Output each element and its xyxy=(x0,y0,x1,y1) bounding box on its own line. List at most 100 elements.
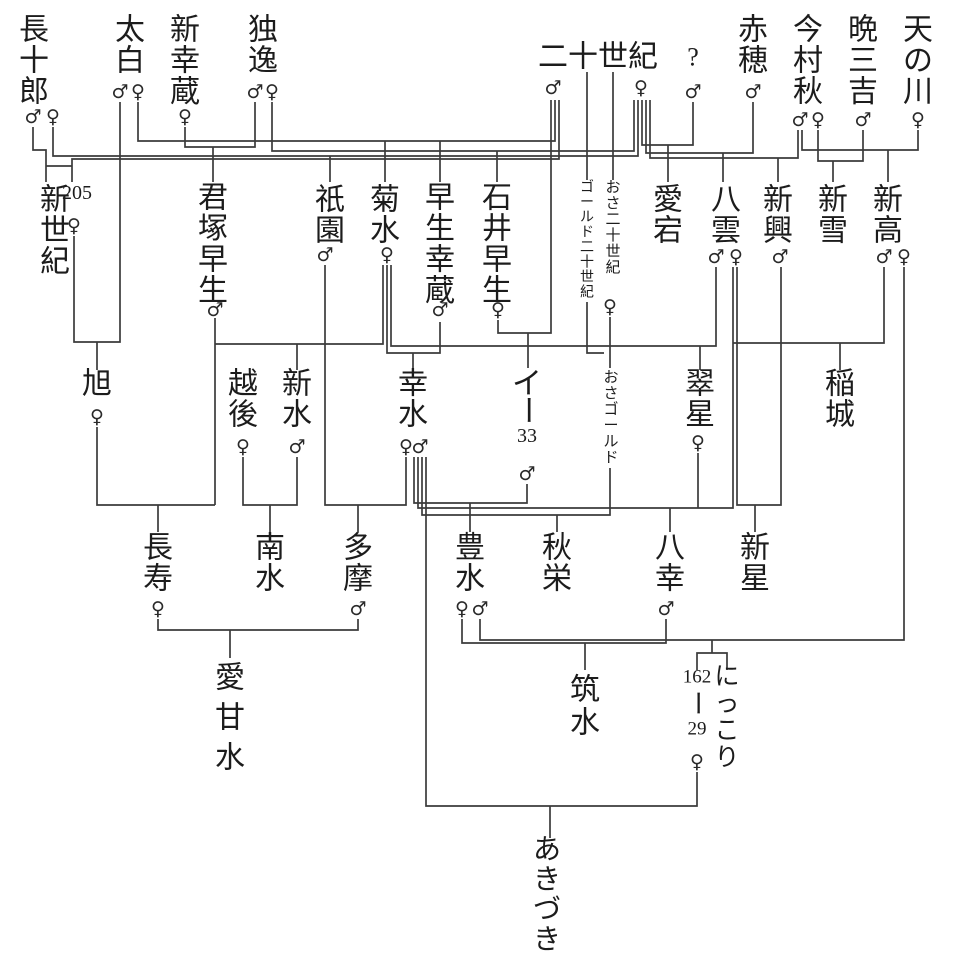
svg-text:蔵: 蔵 xyxy=(170,76,200,109)
svg-text:天: 天 xyxy=(903,14,933,47)
edge-ishii-x-nijisseiki-bus xyxy=(497,100,552,334)
svg-text:城: 城 xyxy=(825,399,855,432)
svg-text:菊: 菊 xyxy=(370,184,400,217)
female-mark-osa-nijisseiki: ♀ xyxy=(603,296,617,318)
svg-text:多: 多 xyxy=(343,532,373,565)
male-mark-imamuraaki: ♂ xyxy=(791,109,808,131)
node-shinsei: 新星 xyxy=(740,532,770,596)
edge-choju-x-tama-bus xyxy=(157,619,359,631)
edge-imamuraaki-x-amanokawa-bus xyxy=(801,130,919,151)
node-chojuro: 長十郎♂♀ xyxy=(19,14,60,129)
node-tama: 多摩♂ xyxy=(343,532,373,621)
svg-text:今: 今 xyxy=(793,14,823,47)
svg-text:ー: ー xyxy=(683,690,712,716)
male-mark-kosui: ♂ xyxy=(411,436,428,458)
svg-text:村: 村 xyxy=(793,45,823,78)
node-akisakae: 秋栄 xyxy=(542,532,572,596)
svg-text:水: 水 xyxy=(255,563,285,596)
node-hakko: 八幸♂ xyxy=(655,532,685,621)
node-nijisseiki: 二十世紀♂♀ xyxy=(538,41,658,100)
svg-text:太: 太 xyxy=(115,14,145,47)
svg-text:秋: 秋 xyxy=(793,76,823,109)
svg-text:八: 八 xyxy=(655,532,685,565)
svg-text:に: に xyxy=(714,664,739,691)
svg-text:イ: イ xyxy=(512,368,542,401)
svg-text:っ: っ xyxy=(714,691,739,718)
svg-text:南: 南 xyxy=(255,532,285,565)
node-echigo: 越後♀ xyxy=(228,368,258,459)
edge-kosui-x-162-29-bus xyxy=(425,457,698,807)
female-mark-shinseiki: ♀ xyxy=(67,215,81,237)
svg-text:白: 白 xyxy=(115,45,145,78)
svg-text:紀: 紀 xyxy=(580,285,594,301)
svg-text:早: 早 xyxy=(198,244,228,277)
svg-text:さ: さ xyxy=(603,385,618,402)
svg-text:郎: 郎 xyxy=(19,76,49,109)
node-imamuraaki: 今村秋♂♀ xyxy=(791,14,824,132)
node-shinseiki: 新世紀♀205 xyxy=(40,182,92,279)
female-mark-amanokawa: ♀ xyxy=(911,109,925,131)
svg-text:寿: 寿 xyxy=(143,563,173,596)
node-yakumo: 八雲♂♀ xyxy=(707,184,742,269)
node-doitsu: 独逸♂♀ xyxy=(246,14,278,104)
svg-text:井: 井 xyxy=(482,213,512,246)
female-mark-doitsu: ♀ xyxy=(265,81,279,103)
svg-text:こ: こ xyxy=(714,718,739,745)
svg-text:あ: あ xyxy=(533,835,561,866)
female-mark-hosui: ♀ xyxy=(455,598,469,620)
edge-kosui-x-osagold-bus xyxy=(421,457,611,516)
female-mark-echigo: ♀ xyxy=(236,436,250,458)
edge-imamuraaki-x-banzankichi-bus xyxy=(817,130,864,162)
svg-text:生: 生 xyxy=(425,213,455,246)
svg-text:水: 水 xyxy=(282,399,312,432)
svg-text:星: 星 xyxy=(685,399,715,432)
svg-text:き: き xyxy=(533,925,561,956)
node-banzankichi: 晩三吉♂ xyxy=(848,14,878,132)
svg-text:宕: 宕 xyxy=(653,215,683,248)
node-unknown: ?♂ xyxy=(684,43,701,104)
svg-text:づ: づ xyxy=(533,895,561,926)
svg-text:水: 水 xyxy=(215,742,245,775)
svg-text:ゴ: ゴ xyxy=(603,400,618,418)
svg-text:ド: ド xyxy=(580,226,594,241)
svg-text:幸: 幸 xyxy=(170,45,200,78)
svg-text:水: 水 xyxy=(570,707,600,740)
svg-text:十: 十 xyxy=(605,227,620,244)
svg-text:雪: 雪 xyxy=(818,215,848,248)
female-mark-nijisseiki: ♀ xyxy=(634,77,648,99)
svg-text:新: 新 xyxy=(873,184,903,217)
edge-echigo-x-shinsui-bus xyxy=(242,457,298,506)
svg-text:興: 興 xyxy=(763,215,793,248)
svg-text:長: 長 xyxy=(19,14,49,47)
svg-text:生: 生 xyxy=(482,275,512,308)
female-mark-no162-29: ♀ xyxy=(690,751,704,773)
female-mark-ishii-wase: ♀ xyxy=(491,299,505,321)
female-mark-asahi: ♀ xyxy=(90,406,104,428)
svg-text:逸: 逸 xyxy=(248,45,278,78)
svg-text:新: 新 xyxy=(282,368,312,401)
female-mark-taihaku: ♀ xyxy=(131,81,145,103)
male-mark-shinsui: ♂ xyxy=(288,436,305,458)
svg-text:お: お xyxy=(605,179,620,196)
male-mark-shinko: ♂ xyxy=(771,246,788,268)
male-mark-niitaka: ♂ xyxy=(875,246,892,268)
male-mark-tama: ♂ xyxy=(349,598,366,620)
svg-text:ゴ: ゴ xyxy=(580,179,594,196)
edge-yakumo-x-niitaka-bus xyxy=(733,267,885,344)
svg-text:愛: 愛 xyxy=(653,184,683,217)
edge-gion-x-kosui-bus xyxy=(324,265,407,506)
edge-taihaku-x-nijisseiki-bus xyxy=(137,100,556,142)
edge-nijisseiki-x-ako-bus xyxy=(645,100,754,154)
svg-text:二: 二 xyxy=(580,241,594,256)
svg-text:205: 205 xyxy=(62,182,92,204)
svg-text:二十世紀: 二十世紀 xyxy=(538,41,658,74)
svg-text:独: 独 xyxy=(248,14,278,47)
svg-text:の: の xyxy=(903,45,933,78)
female-mark-imamuraaki: ♀ xyxy=(811,109,825,131)
svg-text:越: 越 xyxy=(228,368,258,401)
